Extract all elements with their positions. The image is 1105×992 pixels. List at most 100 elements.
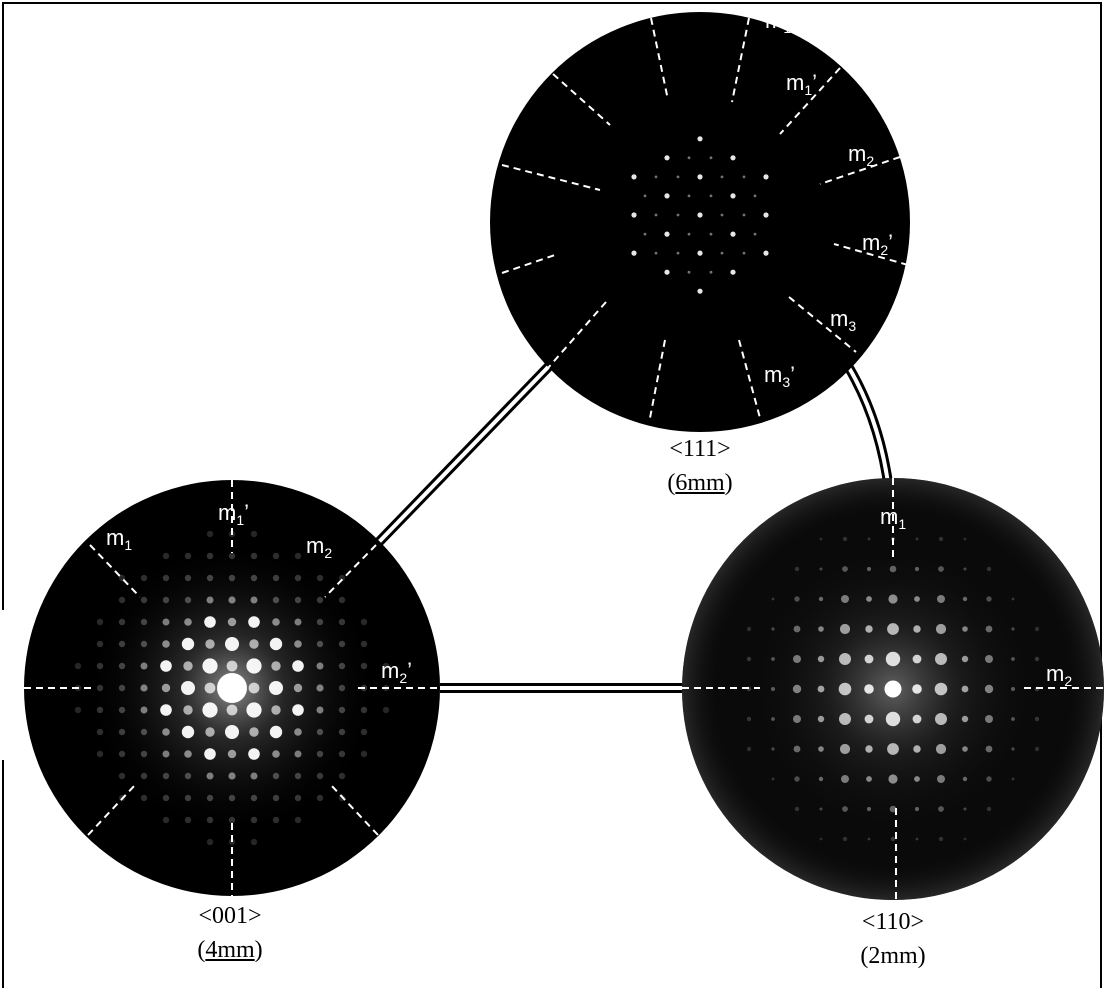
diffraction-spot [885, 651, 901, 667]
diffraction-spot [338, 618, 346, 626]
diffraction-spot [664, 269, 670, 275]
diffraction-spot [249, 639, 259, 649]
diffraction-spot [269, 681, 283, 695]
diffraction-spot [771, 627, 775, 631]
diffraction-spot [316, 772, 324, 780]
diffraction-spot [206, 816, 214, 824]
diffraction-spot [228, 574, 236, 582]
diffraction-spot [1011, 717, 1015, 721]
diffraction-spot [160, 704, 172, 716]
diffraction-spot [360, 640, 368, 648]
diffraction-spot [206, 772, 214, 780]
diffraction-spot [687, 232, 691, 236]
connector-111-001 [373, 358, 557, 548]
diffraction-spot [140, 618, 148, 626]
diffraction-spot [937, 775, 945, 783]
diffraction-spot [217, 673, 247, 703]
diffraction-spot [676, 213, 680, 217]
diffraction-spot [697, 288, 703, 294]
diffraction-spot [292, 704, 304, 716]
diffraction-spot [771, 597, 775, 601]
diffraction-spot [382, 706, 390, 714]
diffraction-spot [889, 565, 897, 573]
diffraction-spot [986, 596, 992, 602]
diffraction-spot [360, 662, 368, 670]
diffraction-spot [338, 750, 346, 758]
pattern-110-spots [746, 536, 1040, 842]
diffraction-spot [839, 713, 851, 725]
diffraction-spot [938, 536, 944, 542]
diffraction-spot [654, 251, 658, 255]
diffraction-spot [271, 661, 281, 671]
diffraction-spot [865, 625, 873, 633]
diffraction-spot [250, 574, 258, 582]
diffraction-spot [1034, 746, 1040, 752]
diffraction-spot [184, 574, 192, 582]
diffraction-spot [794, 566, 800, 572]
diffraction-spot [184, 772, 192, 780]
diffraction-spot [709, 194, 713, 198]
zone-axis-label-111: <111> [669, 436, 731, 462]
symmetry-label-001: (4mm) [197, 937, 263, 963]
diffraction-spot [272, 552, 280, 560]
diffraction-spot [360, 618, 368, 626]
diffraction-spot [794, 776, 800, 782]
diffraction-spot [985, 655, 993, 663]
diffraction-spot [912, 714, 922, 724]
diffraction-spot [963, 837, 967, 841]
diffraction-spot [676, 175, 680, 179]
diffraction-spot [842, 536, 848, 542]
diffraction-spot [338, 706, 346, 714]
diffraction-spot [631, 212, 637, 218]
diffraction-spot [206, 794, 214, 802]
diffraction-spot [842, 566, 848, 572]
mirror-label-111-m1: m1 [765, 8, 792, 37]
pattern-111-spots [631, 136, 769, 294]
pattern-110-mirror-lines [682, 478, 1104, 900]
diffraction-spot [250, 552, 258, 560]
diffraction-spot [746, 746, 752, 752]
connector-111-110 [843, 363, 894, 491]
diffraction-spot [250, 596, 258, 604]
diffraction-spot [793, 715, 801, 723]
diffraction-spot [867, 837, 871, 841]
diffraction-spot [228, 596, 236, 604]
diffraction-spot [338, 684, 346, 692]
diffraction-spot [697, 250, 703, 256]
diffraction-spot [720, 175, 724, 179]
diffraction-spot [272, 596, 280, 604]
diffraction-spot [913, 625, 921, 633]
diffraction-spot [1034, 656, 1040, 662]
symmetry-label-111: (6mm) [667, 470, 733, 496]
diffraction-spot [140, 596, 148, 604]
diffraction-spot [161, 683, 171, 693]
diffraction-spot [985, 625, 993, 633]
pattern-110-disk [682, 478, 1104, 900]
diffraction-spot [118, 706, 126, 714]
diffraction-spot [888, 594, 898, 604]
diffraction-spot [915, 837, 919, 841]
diffraction-spot [338, 574, 346, 582]
diffraction-spot [817, 655, 825, 663]
diffraction-spot [986, 776, 992, 782]
diffraction-spot [360, 750, 368, 758]
diffraction-spot [294, 816, 302, 824]
diffraction-spot [730, 155, 736, 161]
diffraction-spot [794, 596, 800, 602]
diffraction-spot [935, 743, 947, 755]
diffraction-spot [913, 745, 921, 753]
diffraction-spot [294, 596, 302, 604]
diffraction-spot [228, 772, 236, 780]
diffraction-spot [888, 774, 898, 784]
diffraction-spot [720, 213, 724, 217]
diffraction-spot [338, 596, 346, 604]
diffraction-spot [250, 772, 258, 780]
diffraction-spot [316, 684, 324, 692]
diffraction-spot [912, 684, 922, 694]
diffraction-spot [914, 566, 920, 572]
diffraction-spot [793, 655, 801, 663]
diffraction-spot [140, 684, 148, 692]
diffraction-spot [204, 616, 216, 628]
diffraction-spot [272, 816, 280, 824]
diffraction-spot [643, 232, 647, 236]
